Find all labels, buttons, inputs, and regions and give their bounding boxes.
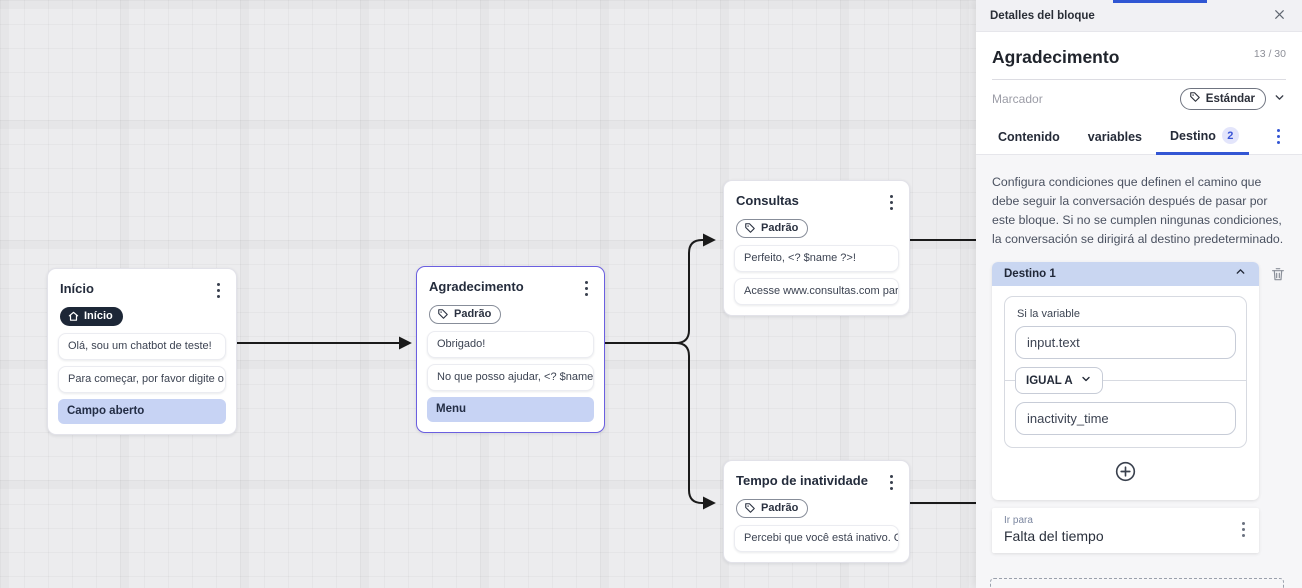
- marker-chip-label: Estándar: [1205, 92, 1255, 105]
- close-panel-button[interactable]: [1271, 6, 1288, 26]
- chevron-down-icon: [1273, 91, 1286, 107]
- spacer: [992, 500, 1259, 508]
- node-title: Consultas: [736, 193, 799, 208]
- node-menu-button[interactable]: [886, 473, 897, 492]
- tab-label: Destino: [1170, 128, 1216, 143]
- badge-label: Início: [84, 310, 113, 322]
- go-to-label: Ir para: [1004, 515, 1033, 527]
- go-to-target: Falta del tiempo: [1004, 528, 1104, 545]
- node-menu-button[interactable]: [213, 281, 224, 300]
- standard-badge: Padrão: [736, 499, 809, 518]
- active-tab-indicator-top: [1113, 0, 1207, 3]
- destination-header[interactable]: Destino 1: [992, 262, 1259, 287]
- node-tempo-inatividade[interactable]: Tempo de inatividade Padrão Percebi que …: [723, 460, 910, 563]
- badge-label: Padrão: [454, 308, 492, 320]
- panel-header: Detalles del bloque: [976, 0, 1302, 32]
- node-menu-button[interactable]: [886, 193, 897, 212]
- tab-variables[interactable]: variables: [1088, 126, 1142, 154]
- tag-icon: [1189, 91, 1201, 106]
- message-bubble[interactable]: Obrigado!: [427, 331, 594, 358]
- add-condition-button[interactable]: [1114, 460, 1137, 486]
- message-bubble[interactable]: Acesse www.consultas.com par...: [734, 278, 899, 305]
- badge-label: Padrão: [761, 222, 799, 234]
- block-title-input[interactable]: Agradecimento: [992, 47, 1120, 67]
- destination-card: Destino 1 Si la variable: [992, 262, 1259, 554]
- destination-description: Configura condiciones que definen el cam…: [992, 175, 1284, 247]
- tag-icon: [744, 222, 756, 234]
- message-bubble[interactable]: Perfeito, <? $name ?>!: [734, 245, 899, 272]
- value-input[interactable]: [1015, 402, 1236, 436]
- block-details-panel: Detalles del bloque Agradecimento 13 / 3…: [976, 0, 1302, 588]
- destino-count-badge: 2: [1221, 127, 1239, 144]
- message-bubble[interactable]: No que posso ajudar, <? $name ...: [427, 364, 594, 391]
- operator-label: IGUAL A: [1026, 374, 1073, 387]
- message-bubble[interactable]: Olá, sou um chatbot de teste!: [58, 332, 226, 360]
- operator-dropdown[interactable]: IGUAL A: [1015, 367, 1103, 395]
- condition-label: Si la variable: [1017, 308, 1080, 321]
- close-icon: [1273, 8, 1286, 24]
- connector: [604, 233, 716, 344]
- add-destination-button[interactable]: Agregar destino: [990, 578, 1284, 588]
- divider: IGUAL A: [1005, 367, 1246, 395]
- tab-contenido[interactable]: Contenido: [998, 126, 1060, 154]
- node-menu-button[interactable]: [581, 279, 592, 298]
- menu-row[interactable]: Menu: [427, 397, 594, 422]
- panel-tabs: Contenido variables Destino 2: [992, 117, 1286, 155]
- connector: [604, 342, 716, 510]
- node-agradecimento[interactable]: Agradecimento Padrão Obrigado! No que po…: [416, 266, 605, 433]
- node-title: Tempo de inatividade: [736, 473, 868, 488]
- tag-icon: [744, 502, 756, 514]
- open-field-row[interactable]: Campo aberto: [58, 398, 226, 424]
- delete-destination-button[interactable]: [1270, 266, 1286, 285]
- start-badge: Início: [60, 307, 123, 326]
- home-icon: [68, 311, 79, 322]
- trash-icon: [1270, 266, 1286, 285]
- message-bubble[interactable]: Percebi que você está inativo. C...: [734, 525, 899, 552]
- node-title: Início: [60, 281, 94, 296]
- standard-badge: Padrão: [429, 305, 502, 324]
- tab-destino[interactable]: Destino 2: [1156, 123, 1249, 155]
- char-counter: 13 / 30: [1253, 48, 1286, 60]
- standard-badge: Padrão: [736, 219, 809, 238]
- message-bubble[interactable]: Para começar, por favor digite o ...: [58, 365, 226, 393]
- chevron-up-icon: [1234, 265, 1247, 283]
- panel-title: Detalles del bloque: [990, 9, 1095, 22]
- destination-title: Destino 1: [1004, 268, 1056, 281]
- marker-label: Marcador: [992, 92, 1043, 106]
- node-consultas[interactable]: Consultas Padrão Perfeito, <? $name ?>! …: [723, 180, 910, 316]
- chevron-down-icon: [1080, 373, 1092, 388]
- tabs-menu-button[interactable]: [1273, 127, 1284, 146]
- condition-box: Si la variable IGUAL A: [1004, 296, 1247, 449]
- divider: [992, 79, 1286, 80]
- go-to-row[interactable]: Ir para Falta del tiempo: [992, 508, 1259, 554]
- variable-input[interactable]: [1015, 326, 1236, 360]
- go-to-menu-button[interactable]: [1238, 520, 1249, 539]
- marker-dropdown[interactable]: Estándar: [1179, 88, 1286, 110]
- node-inicio[interactable]: Início Início Olá, sou um chatbot de tes…: [47, 268, 237, 435]
- badge-label: Padrão: [761, 502, 799, 514]
- plus-circle-icon: [1114, 460, 1137, 486]
- tag-icon: [437, 308, 449, 320]
- node-title: Agradecimento: [429, 279, 524, 294]
